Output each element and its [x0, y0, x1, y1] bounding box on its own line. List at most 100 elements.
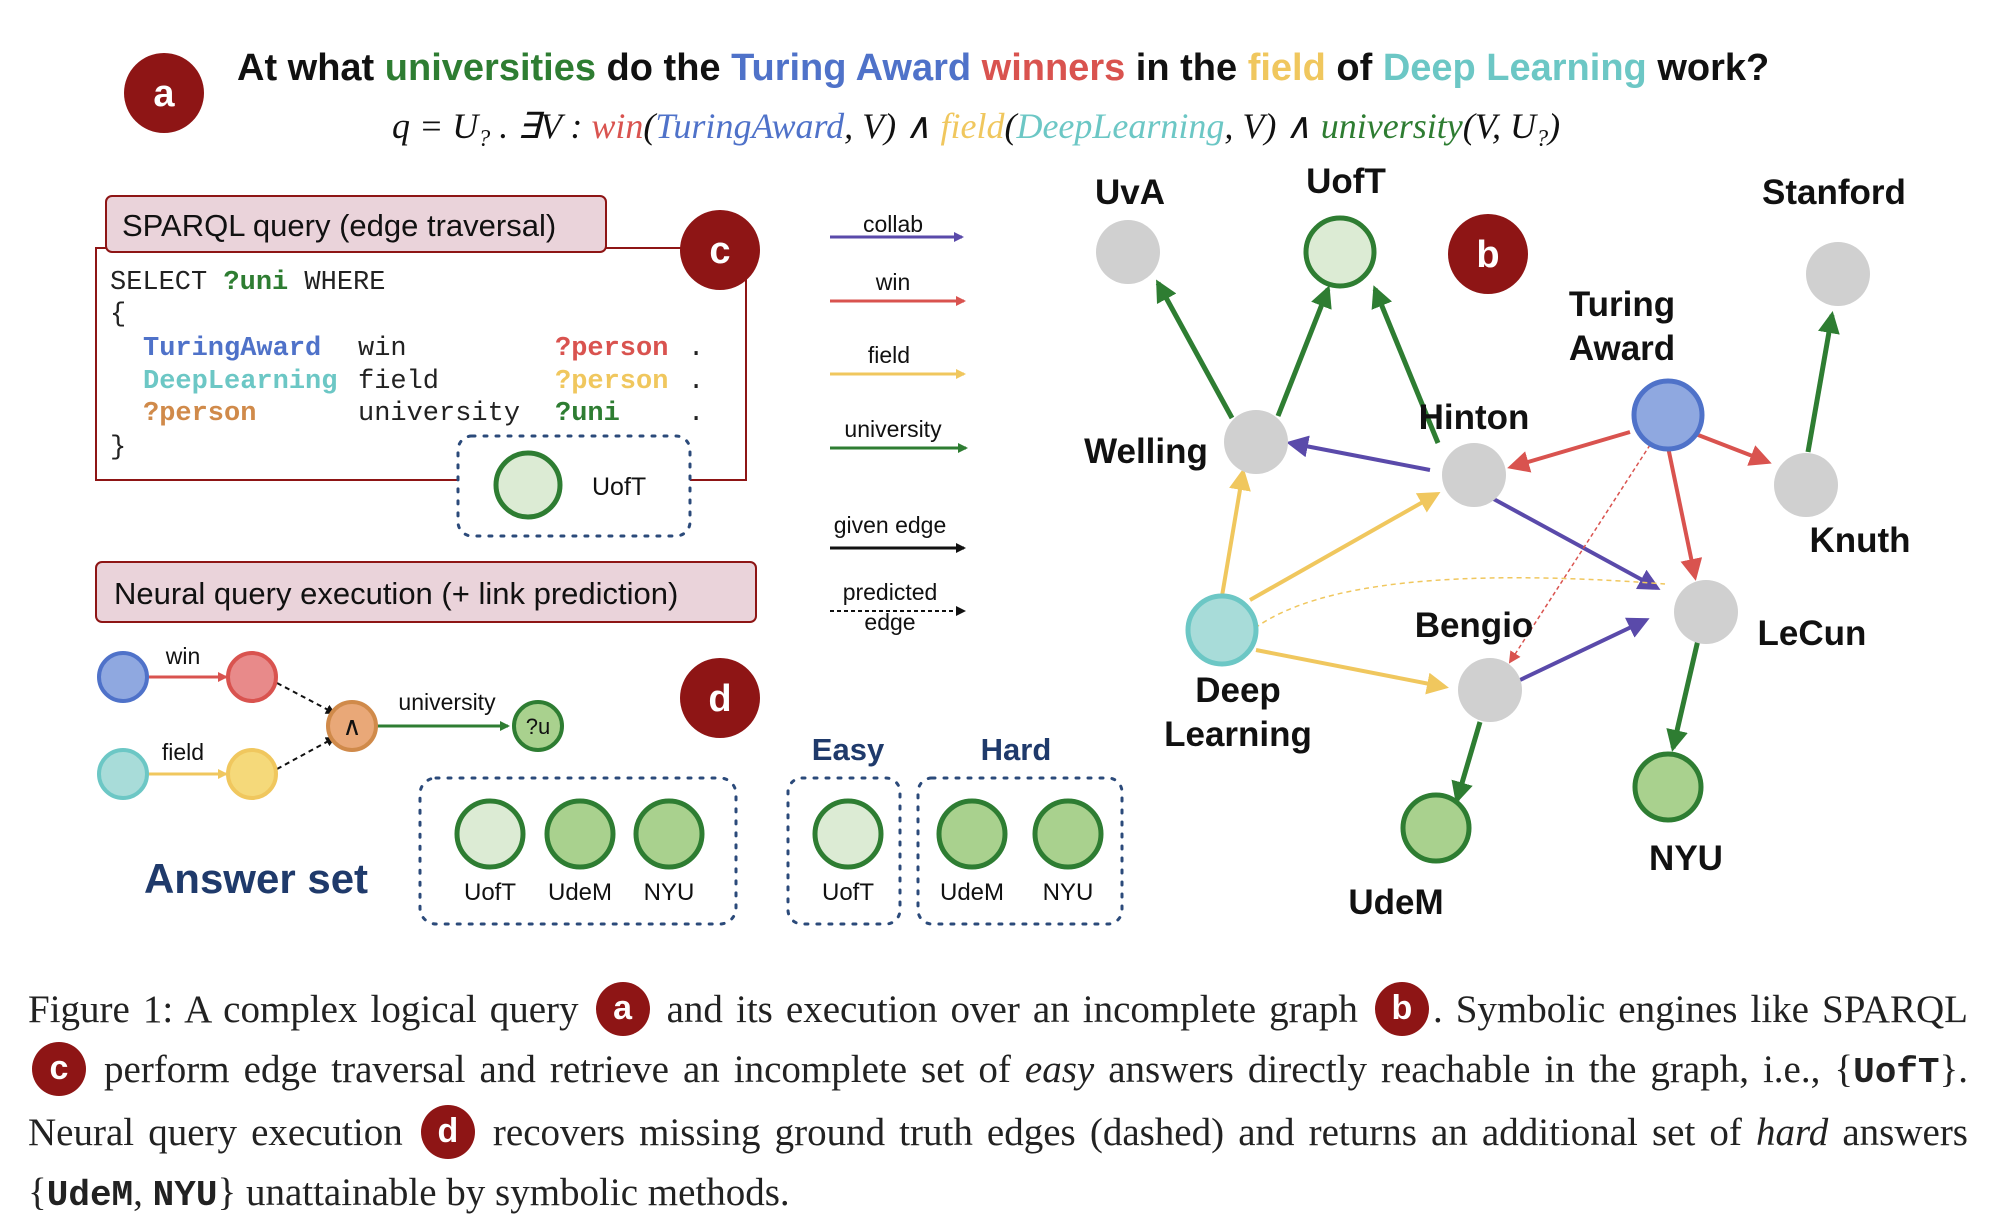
sparql-title-box — [105, 195, 607, 253]
label-deep-1: Deep — [1195, 671, 1281, 710]
sparql-r1-subject: TuringAward — [143, 334, 321, 364]
easy-label-uoft: UofT — [822, 879, 874, 906]
sparql-result-label: UofT — [592, 473, 646, 501]
knowledge-graph: UvA UofT Stanford Turing Award Hinton We… — [1084, 162, 1910, 922]
label-knuth: Knuth — [1809, 521, 1910, 560]
edge-welling-uva — [1155, 279, 1235, 420]
hard-label: Hard — [981, 732, 1052, 767]
edge-deep-welling — [1220, 468, 1251, 597]
answer-label-udem: UdeM — [548, 879, 612, 906]
neural-and-node — [326, 700, 378, 752]
edge-turing-knuth — [1692, 431, 1772, 466]
easy-hard-panel: Easy Hard UofT UdeM NYU — [786, 732, 1124, 926]
neural-title: Neural query execution (+ link predictio… — [114, 576, 678, 611]
node-turing-award — [1631, 378, 1705, 452]
node-lecun — [1674, 580, 1738, 644]
answer-set-label: Answer set — [144, 855, 368, 902]
figure-caption: Figure 1: A complex logical query a and … — [28, 980, 1968, 1226]
caption-uoft: UofT — [1853, 1052, 1940, 1094]
answer-node-uoft — [454, 798, 526, 870]
sparql-r3-subject: ?person — [143, 399, 256, 429]
edge-turing-bengio-predicted — [1508, 444, 1651, 664]
node-uoft — [1303, 215, 1377, 289]
hard-node-udem — [936, 798, 1008, 870]
svg-text:c: c — [709, 230, 730, 272]
sparql-r3-object: ?uni — [555, 399, 620, 429]
label-stanford: Stanford — [1762, 173, 1906, 212]
caption-text-2: and its execution over an incomplete gra… — [653, 988, 1371, 1031]
sparql-title: SPARQL query (edge traversal) — [122, 208, 556, 243]
legend-predicted-label: predicted — [843, 579, 938, 605]
edge-lecun-nyu — [1666, 639, 1701, 752]
node-udem — [1400, 792, 1472, 864]
neural-winner-node — [226, 651, 278, 703]
caption-text-5: answers directly reachable in the graph,… — [1094, 1048, 1854, 1092]
svg-text:d: d — [708, 678, 731, 720]
legend-field-label: field — [868, 342, 910, 368]
easy-label: Easy — [812, 732, 885, 767]
edge-welling-uoft — [1275, 285, 1332, 417]
label-welling: Welling — [1084, 432, 1208, 471]
node-uva — [1096, 220, 1160, 284]
query-formula: q = U? . ∃V : win(TuringAward, V) ∧ fiel… — [392, 106, 1560, 152]
answer-label-uoft: UofT — [464, 879, 516, 906]
label-nyu: NYU — [1649, 839, 1723, 878]
figure-diagram: a At what universities do the Turing Awa… — [95, 47, 1911, 926]
sparql-open-brace: { — [110, 300, 126, 330]
badge-d: d — [680, 658, 760, 738]
edge-turing-hinton — [1507, 430, 1631, 473]
caption-badge-d: d — [420, 1105, 475, 1160]
edge-knuth-stanford — [1805, 311, 1840, 453]
caption-nyu: NYU — [152, 1175, 218, 1217]
caption-easy: easy — [1024, 1048, 1095, 1092]
edge-deep-bengio — [1255, 648, 1449, 695]
label-turing-1: Turing — [1569, 285, 1675, 324]
node-welling — [1224, 410, 1288, 474]
neural-win-to-and — [276, 682, 336, 714]
sparql-r2-subject: DeepLearning — [143, 367, 337, 397]
caption-hard: hard — [1756, 1111, 1829, 1155]
sparql-r2-end: . — [688, 367, 704, 397]
hard-label-udem: UdeM — [940, 879, 1004, 906]
hard-node-nyu — [1032, 798, 1104, 870]
caption-text-7: recovers missing ground truth edges (das… — [478, 1111, 1757, 1155]
label-hinton: Hinton — [1419, 398, 1530, 437]
sparql-r3-predicate: university — [358, 399, 520, 429]
caption-badge-b: b — [1374, 982, 1429, 1037]
edge-deep-lecun-predicted — [1254, 577, 1666, 629]
caption-text-4: perform edge traversal and retrieve an i… — [90, 1048, 1025, 1092]
sparql-r2-object: ?person — [555, 367, 668, 397]
edge-hinton-uoft — [1371, 285, 1441, 444]
neural-win-label: win — [165, 643, 201, 669]
badge-a: a — [124, 53, 204, 133]
node-nyu — [1632, 751, 1704, 823]
edge-turing-lecun — [1666, 446, 1703, 581]
neural-panel: Neural query execution (+ link predictio… — [95, 561, 760, 926]
sparql-r1-object: ?person — [555, 334, 668, 364]
answer-node-nyu — [633, 798, 705, 870]
neural-deep-node — [97, 748, 149, 800]
caption-badge-c: c — [32, 1042, 86, 1097]
svg-text:a: a — [153, 73, 175, 115]
question-text: At what universities do the Turing Award… — [237, 47, 1769, 89]
label-uoft: UofT — [1306, 162, 1386, 201]
neural-and-label: ∧ — [342, 712, 361, 742]
sparql-r1-predicate: win — [358, 334, 407, 364]
neural-title-box — [95, 561, 757, 623]
edge-bengio-udem — [1451, 721, 1483, 804]
label-uva: UvA — [1095, 173, 1165, 212]
legend-win-label: win — [875, 269, 911, 295]
node-bengio — [1458, 658, 1522, 722]
node-deep-learning — [1185, 593, 1259, 667]
neural-field-to-and — [276, 737, 336, 770]
legend-university-label: university — [844, 416, 942, 442]
caption-text-9: , — [133, 1171, 153, 1215]
edge-hinton-lecun — [1489, 495, 1661, 590]
legend-predicted-label-2: edge — [864, 609, 915, 635]
label-turing-2: Award — [1569, 329, 1675, 368]
caption-text-3: . Symbolic engines like SPARQL — [1432, 988, 1968, 1031]
sparql-result-node — [493, 450, 563, 520]
caption-text-1: Figure 1: A complex logical query — [28, 988, 592, 1031]
neural-turing-node — [97, 651, 149, 703]
label-deep-2: Learning — [1164, 715, 1312, 754]
